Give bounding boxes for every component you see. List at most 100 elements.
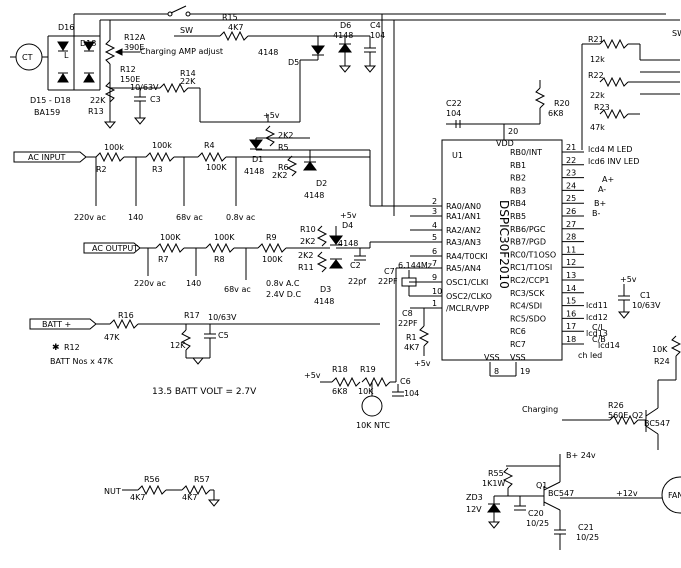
q1-value: BC547: [548, 489, 574, 498]
c3-ref: C3: [150, 95, 161, 104]
r23-value: 47k: [590, 123, 605, 132]
mcu-right-pin-number: 21: [566, 143, 576, 152]
d16-label: D16: [58, 23, 74, 32]
mcu-right-pin-number: 26: [566, 207, 576, 216]
sw-label: SW: [180, 26, 193, 35]
a-plus-label: A+: [602, 175, 614, 184]
plus5v-a: +5v: [263, 111, 280, 120]
r16-ref: R16: [118, 311, 134, 320]
pot-r12a-icon: [104, 39, 116, 65]
mcu-right-pin-name: RC2/CCP1: [510, 276, 550, 285]
mcu-body: [441, 139, 563, 361]
resistor-r4-icon: [197, 151, 227, 163]
resistor-r3-icon: [145, 151, 175, 163]
ac-in-tap1: 220v ac: [74, 213, 106, 222]
mcu-right-pin-number: 22: [566, 156, 576, 165]
r22-value: 22k: [590, 91, 605, 100]
ac-out-plus5v: +5v: [340, 211, 357, 220]
lcd6-label: lcd6 INV LED: [588, 157, 639, 166]
mcu-right-pin-name: RB3: [510, 186, 526, 195]
resistor-r8-icon: [205, 242, 235, 254]
mcu-right-pin-name: RB7/PGD: [510, 238, 546, 247]
batt-connector: [29, 318, 97, 330]
r9-value: 100K: [262, 255, 283, 264]
ac-input-connector: [13, 151, 87, 163]
ac-in-tap4: 0.8v ac: [226, 213, 255, 222]
r15-ref: R15: [222, 13, 238, 22]
r8-value: 100K: [214, 233, 235, 242]
diode-d2-icon: [303, 161, 317, 171]
resistor-r2-icon: [95, 151, 125, 163]
mcu-left-pin-number: 4: [432, 221, 437, 230]
right-plus5v: +5v: [620, 275, 637, 284]
mcu-left-pin-number: 7: [432, 259, 437, 268]
batt-nos-note: BATT Nos x 47K: [50, 357, 114, 366]
diode-d16-icon: [57, 41, 69, 51]
d18-label: D18: [80, 39, 96, 48]
batt-volt-note: 13.5 BATT VOLT = 2.7V: [152, 387, 257, 397]
r15-value: 4K7: [228, 23, 243, 32]
r20-value: 6K8: [548, 109, 563, 118]
r24-value: 10K: [652, 345, 668, 354]
plus12v-label: +12v: [616, 489, 638, 498]
r56-value: 4K7: [130, 493, 145, 502]
r19-value: 10K: [358, 387, 374, 396]
ac-output-section: AC OUTPUT 100K R7 100K R8 R9 100K 220v a…: [83, 211, 442, 306]
r26-value: 560E: [608, 411, 628, 420]
r5-value: 2K2: [278, 131, 293, 140]
c8-ref: C8: [402, 309, 413, 318]
chled-label: ch led: [578, 351, 602, 360]
resistor-r55-icon: [502, 467, 514, 489]
c22-value: 104: [446, 109, 461, 118]
c7-ref: C7: [384, 267, 395, 276]
lcd11-label: lcd11: [586, 301, 608, 310]
c21-value: 10/25: [576, 533, 599, 542]
c6-value: 104: [404, 389, 419, 398]
ntc-label: 10K NTC: [356, 421, 390, 430]
diode-d3-icon: [329, 259, 343, 269]
resistor-r10-icon: [316, 225, 328, 247]
r12a-ref: R12A: [124, 33, 146, 42]
d4-value: 4148: [338, 239, 358, 248]
resistor-r12-icon: [104, 81, 116, 103]
r21-ref: R21: [588, 35, 604, 44]
r23-ref: R23: [594, 103, 610, 112]
c2-value: 22pf: [348, 277, 366, 286]
d4-ref: D4: [342, 221, 353, 230]
d5-value: 4148: [258, 48, 278, 57]
resistor-r1-icon: [418, 325, 430, 347]
mcu-right-pin-number: 16: [566, 309, 576, 318]
r1-value: 4K7: [404, 343, 419, 352]
ntc-section: +5v R18 6K8 R19 10K 10K NTC C6 104: [304, 267, 442, 430]
r26-ref: R26: [608, 401, 624, 410]
diode-d6-icon: [338, 43, 352, 53]
c20-value: 10/25: [526, 519, 549, 528]
mcu-right-pin-number: 24: [566, 181, 576, 190]
q1-ref: Q1: [536, 481, 547, 490]
mcu-left-pin-name: RA5/AN4: [446, 264, 481, 273]
r6-value: 2K2: [272, 171, 287, 180]
mcu-u1: U1: [452, 151, 463, 160]
mcu-vss1-pin: 8: [494, 367, 499, 376]
crystal-freq: 6.144Mz: [398, 261, 432, 270]
resistor-r20-icon: [534, 87, 546, 109]
mcu-section: U1 DSPIC30F2010 VDD 20 C22 104 R20 6K8 V…: [410, 80, 639, 377]
mcu-right-pin-name: RC4/SDI: [510, 302, 542, 311]
mcu-right-pin-name: RC5/SDO: [510, 314, 546, 323]
ba159-label: BA159: [34, 108, 60, 117]
mcu-right-pin-number: 14: [566, 284, 576, 293]
d6-value: 4148: [333, 31, 353, 40]
lcd12-label: lcd12: [586, 313, 608, 322]
resistor-r23-icon: [599, 108, 629, 120]
r6-ref: R6: [278, 163, 289, 172]
resistor-r14-icon: [159, 82, 189, 94]
diode-d1-icon: [249, 139, 263, 149]
b-plus-label: B+: [594, 199, 606, 208]
nut-label: NUT: [104, 487, 121, 496]
mcu-right-pin-name: RB6/PGC: [510, 225, 546, 234]
c2-ref: C2: [350, 261, 361, 270]
resistor-r15-icon: [219, 30, 249, 42]
mcu-vss2: VSS: [510, 353, 526, 362]
mcu-right-pin-number: 17: [566, 322, 576, 331]
d6-ref: D6: [340, 21, 351, 30]
